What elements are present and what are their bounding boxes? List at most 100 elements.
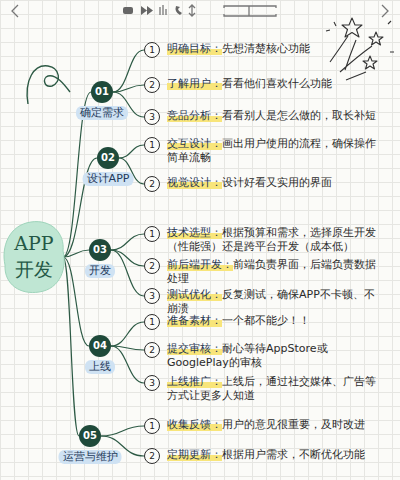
toolbar xyxy=(12,5,388,17)
branch-circle: 01确定需求 xyxy=(91,81,113,103)
branch-line xyxy=(111,346,144,383)
item-number: 2 xyxy=(145,259,159,273)
item-number: 2 xyxy=(145,343,159,357)
blob-outline xyxy=(4,222,64,293)
highlight: 明确目标： xyxy=(167,42,222,55)
item-body: 看看他们喜欢什么功能 xyxy=(222,77,332,90)
item-circle: 1准备素材：一个都不能少！！ xyxy=(144,314,160,330)
branch-number: 02 xyxy=(97,147,119,169)
item-number: 2 xyxy=(145,449,159,463)
highlight: 视觉设计： xyxy=(167,176,222,189)
item-text: 上线推广：上线后，通过社交媒体、广告等方式让更多人知道 xyxy=(167,375,385,403)
item-number: 2 xyxy=(145,78,159,92)
item-number: 3 xyxy=(145,110,159,124)
item-number: 1 xyxy=(145,419,159,433)
branch-circle: 02设计APP xyxy=(97,147,119,169)
toolbar-bracket xyxy=(224,6,276,16)
item-circle: 2前后端开发：前端负责界面，后端负责数据处理 xyxy=(144,258,160,274)
highlight: 技术选型： xyxy=(167,226,222,239)
toolbar-icon xyxy=(123,7,133,14)
item-circle: 3竞品分析：看看别人是怎么做的，取长补短 xyxy=(144,109,160,125)
highlight: 准备素材： xyxy=(167,314,222,327)
highlight: 测试优化： xyxy=(167,288,222,301)
item-circle: 1交互设计：画出用户使用的流程，确保操作简单流畅 xyxy=(144,137,160,153)
item-text: 视觉设计：设计好看又实用的界面 xyxy=(167,176,385,190)
item-body: 根据用户需求，不断优化功能 xyxy=(222,448,365,461)
toolbar-icon xyxy=(141,6,153,15)
item-number: 1 xyxy=(145,43,159,57)
item-number: 1 xyxy=(145,227,159,241)
branch-circle: 03开发 xyxy=(89,239,111,261)
branch-line xyxy=(111,234,144,250)
item-circle: 2定期更新：根据用户需求，不断优化功能 xyxy=(144,448,160,464)
topic-title: APP 开发 xyxy=(8,231,60,282)
branch-line xyxy=(101,426,144,436)
item-text: 技术选型：根据预算和需求，选择原生开发（性能强）还是跨平台开发（成本低） xyxy=(167,226,385,254)
highlight: 前后端开发： xyxy=(167,258,233,271)
highlight: 收集反馈： xyxy=(167,418,222,431)
toolbar-icon xyxy=(160,5,166,15)
branch-line xyxy=(113,85,144,92)
item-text: 测试优化：反复测试，确保APP不卡顿、不崩溃 xyxy=(167,288,385,316)
item-circle: 1技术选型：根据预算和需求，选择原生开发（性能强）还是跨平台开发（成本低） xyxy=(144,226,160,242)
item-circle: 1明确目标：先想清楚核心功能 xyxy=(144,42,160,58)
item-circle: 2了解用户：看看他们喜欢什么功能 xyxy=(144,77,160,93)
branch-label: 确定需求 xyxy=(76,106,128,120)
branch-number: 05 xyxy=(79,425,101,447)
branch-number: 04 xyxy=(89,335,111,357)
central-topic: APP 开发 xyxy=(1,219,67,295)
back-arrow xyxy=(12,5,18,17)
branch-line xyxy=(111,250,144,266)
item-text: 了解用户：看看他们喜欢什么功能 xyxy=(167,77,385,91)
item-body: 先想清楚核心功能 xyxy=(222,42,310,55)
branch-line xyxy=(111,250,144,296)
item-circle: 2提交审核：耐心等待AppStore或GooglePlay的审核 xyxy=(144,342,160,358)
highlight: 了解用户： xyxy=(167,77,222,90)
item-number: 1 xyxy=(145,315,159,329)
item-body: 一个都不能少！！ xyxy=(222,314,310,327)
swirl-doodle xyxy=(27,66,70,104)
branch-line xyxy=(63,250,89,257)
item-circle: 2视觉设计：设计好看又实用的界面 xyxy=(144,176,160,192)
item-text: 前后端开发：前端负责界面，后端负责数据处理 xyxy=(167,258,385,286)
item-number: 3 xyxy=(145,376,159,390)
toolbar-icon xyxy=(176,6,183,15)
branch-line xyxy=(63,257,79,436)
item-circle: 1收集反馈：用户的意见很重要，及时改进 xyxy=(144,418,160,434)
item-circle: 3测试优化：反复测试，确保APP不卡顿、不崩溃 xyxy=(144,288,160,304)
item-text: 准备素材：一个都不能少！！ xyxy=(167,314,385,328)
highlight: 竞品分析： xyxy=(167,109,222,122)
item-body: 设计好看又实用的界面 xyxy=(222,176,332,189)
toolbar-icon xyxy=(189,5,195,16)
highlight: 提交审核： xyxy=(167,342,222,355)
branch-number: 01 xyxy=(91,81,113,103)
branch-label: 开发 xyxy=(85,264,115,278)
highlight: 交互设计： xyxy=(167,137,222,150)
item-body: 看看别人是怎么做的，取长补短 xyxy=(222,109,376,122)
branch-circle: 05运营与维护 xyxy=(79,425,101,447)
branch-line xyxy=(111,322,144,346)
branch-label: 设计APP xyxy=(83,172,134,186)
item-text: 定期更新：根据用户需求，不断优化功能 xyxy=(167,448,385,462)
item-text: 提交审核：耐心等待AppStore或GooglePlay的审核 xyxy=(167,342,385,370)
item-text: 收集反馈：用户的意见很重要，及时改进 xyxy=(167,418,385,432)
item-text: 明确目标：先想清楚核心功能 xyxy=(167,42,385,56)
branch-number: 03 xyxy=(89,239,111,261)
item-circle: 3上线推广：上线后，通过社交媒体、广告等方式让更多人知道 xyxy=(144,375,160,391)
branch-circle: 04上线 xyxy=(89,335,111,357)
branch-line xyxy=(119,145,144,158)
branch-line xyxy=(111,346,144,350)
item-body: 用户的意见很重要，及时改进 xyxy=(222,418,365,431)
branch-label: 上线 xyxy=(85,360,115,374)
branch-label: 运营与维护 xyxy=(59,450,122,464)
item-number: 3 xyxy=(145,289,159,303)
toolbar-divider xyxy=(248,6,249,16)
blob-shape xyxy=(1,219,67,295)
item-text: 交互设计：画出用户使用的流程，确保操作简单流畅 xyxy=(167,137,385,165)
item-text: 竞品分析：看看别人是怎么做的，取长补短 xyxy=(167,109,385,123)
branch-line xyxy=(113,50,144,92)
highlight: 上线推广： xyxy=(167,375,222,388)
item-number: 1 xyxy=(145,138,159,152)
highlight: 定期更新： xyxy=(167,448,222,461)
